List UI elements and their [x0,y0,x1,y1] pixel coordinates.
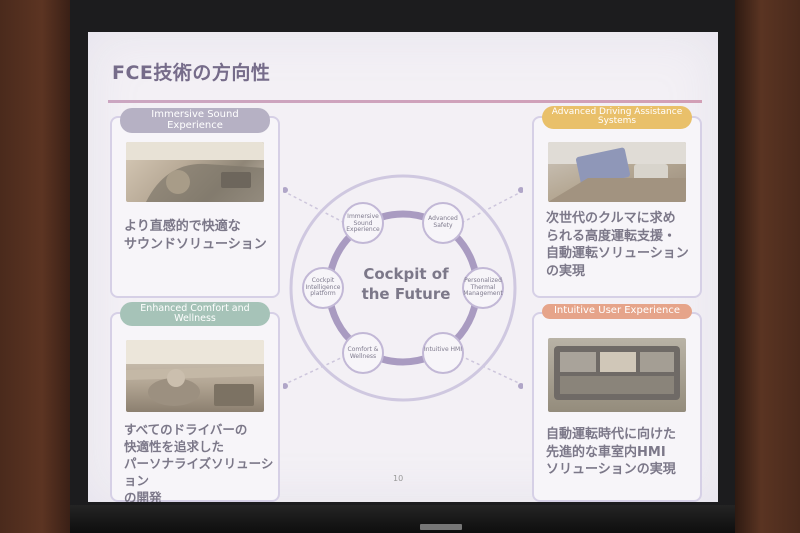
card-header-intuitive-ux: Intuitive User Experience [542,304,692,319]
desc-line: 自動運転時代に向けた [546,427,677,442]
screen-label-plate [420,524,462,530]
desc-line: 快適性を追求した [124,438,225,454]
node-advanced-safety: Advanced Safety [428,215,458,229]
center-title-line2: the Future [361,285,451,304]
driver-comfort-photo [126,340,264,412]
card-description-intuitive-ux: 自動運転時代に向けた 先進的な車室内HMI ソリューションの実現 [546,426,698,479]
card-header-immersive-sound: Immersive Sound Experience [120,108,270,133]
hmi-dashboard-photo [548,338,686,412]
presentation-slide: FCE技術の方向性 Immersive Sound Experience より直… [88,32,718,502]
node-intuitive-hmi: Intuitive HMI [423,346,463,353]
node-intelligence-platform: Cockpit Intelligence platform [305,277,341,298]
driving-assist-photo [548,142,686,202]
desc-line: より直感的で快適な [124,219,241,234]
desc-line: ソリューションの実現 [546,462,676,478]
cockpit-nodes [302,202,504,374]
car-interior-photo [126,142,264,202]
node-thermal-management: Personalized Thermal Management [463,277,503,298]
desc-line: 自動運転ソリューション [546,246,689,262]
desc-line: の開発 [124,489,162,503]
node-comfort-wellness: Comfort & Wellness [347,346,379,360]
wood-wall-right [735,0,800,533]
desc-line: られる高度運転支援・ [546,228,677,244]
desc-line: の実現 [546,263,586,279]
card-header-enhanced-comfort: Enhanced Comfort and Wellness [120,302,270,326]
card-advanced-driving: Advanced Driving Assistance Systems 次世代の… [532,106,702,298]
cockpit-center-title: Cockpit of the Future [346,264,466,305]
card-description-advanced-driving: 次世代のクルマに求め られる高度運転支援・ 自動運転ソリューション の実現 [546,210,698,280]
card-enhanced-comfort: Enhanced Comfort and Wellness すべてのドライバーの… [110,302,280,502]
desc-line: すべてのドライバーの [124,422,248,437]
desc-line: サウンドソリューション [124,236,267,252]
slide-title: FCE技術の方向性 [112,62,271,84]
title-underline [108,100,702,103]
card-description-immersive-sound: より直感的で快適な サウンドソリューション [124,218,274,253]
page-number: 10 [393,474,404,483]
desc-line: パーソナライズソリューション [124,455,274,488]
wood-wall-left [0,0,70,533]
cockpit-diagram [283,174,523,402]
center-title-line1: Cockpit of [363,265,449,283]
desc-line: 先進的な車室内HMI [546,444,666,460]
screen-bottom-bar [70,505,735,533]
card-immersive-sound: Immersive Sound Experience より直感的で快適な サウン… [110,108,280,298]
desc-line: 次世代のクルマに求め [546,211,676,226]
card-header-advanced-driving: Advanced Driving Assistance Systems [542,106,692,129]
card-intuitive-ux: Intuitive User Experience 自動運転時代に向けた 先進的… [532,304,702,502]
node-immersive-sound: Immersive Sound Experience [346,213,380,234]
card-description-enhanced-comfort: すべてのドライバーの 快適性を追求した パーソナライズソリューション の開発 [124,422,284,502]
